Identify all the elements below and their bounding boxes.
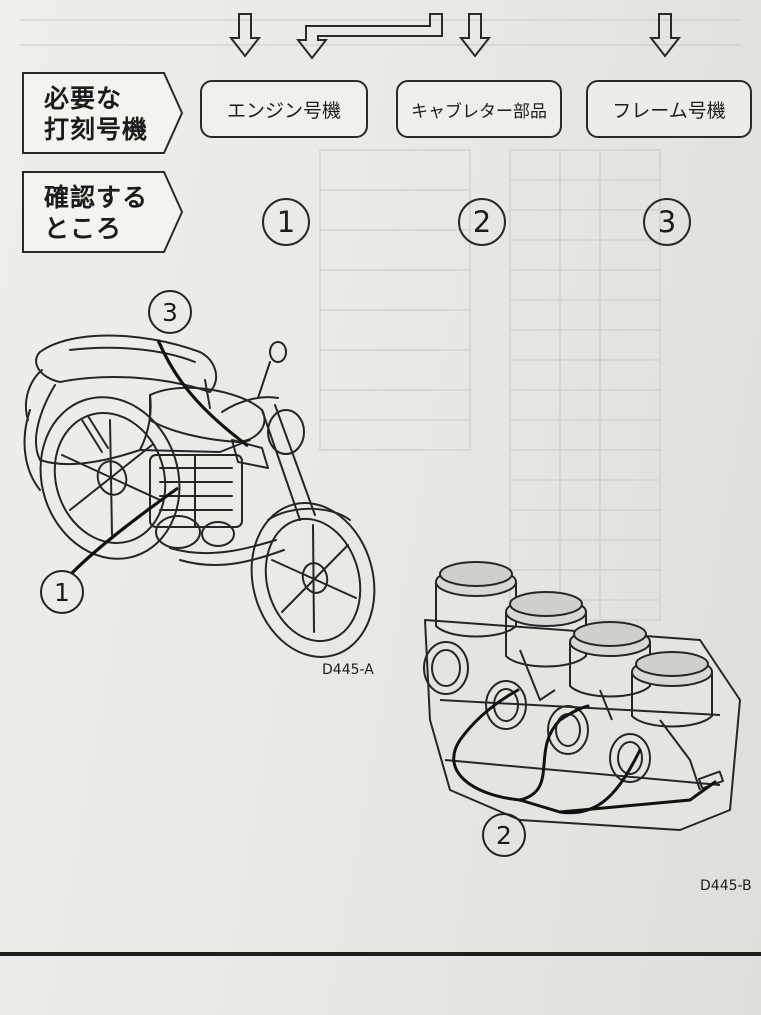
page-bottom-rule xyxy=(0,952,761,956)
location-index-3: 3 xyxy=(643,198,691,246)
location-index-1: 1 xyxy=(262,198,310,246)
frame-number-box: フレーム号機 xyxy=(586,80,752,138)
motorcycle-callout-3: 3 xyxy=(148,290,192,334)
check-location-label: 確認する ところ xyxy=(44,183,149,243)
required-numbers-label: 必要な 打刻号機 xyxy=(44,84,149,144)
check-location-tag: 確認する ところ xyxy=(22,171,184,253)
engine-number-box: エンジン号機 xyxy=(200,80,368,138)
motorcycle-callout-1: 1 xyxy=(40,570,84,614)
carburetor-figure-code: D445-B xyxy=(700,878,752,894)
required-numbers-tag: 必要な 打刻号機 xyxy=(22,72,184,154)
motorcycle-figure-code: D445-A xyxy=(322,662,374,678)
location-index-2: 2 xyxy=(458,198,506,246)
carburetor-parts-box: キャブレター部品 xyxy=(396,80,562,138)
carburetor-callout-2: 2 xyxy=(482,813,526,857)
